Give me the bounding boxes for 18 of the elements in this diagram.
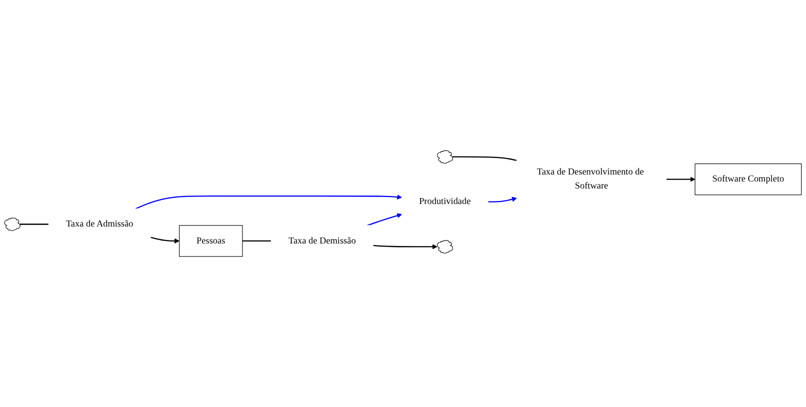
node-cloud	[437, 150, 453, 164]
connector	[242, 240, 272, 242]
node-cloud	[4, 218, 20, 231]
connector	[20, 224, 49, 225]
arrow	[150, 236, 180, 244]
node-cloud	[437, 240, 453, 254]
arrow	[367, 213, 402, 226]
node-text: Taxa de Demissão	[288, 236, 356, 246]
arrow	[135, 194, 402, 210]
arrow	[488, 196, 517, 202]
arrow	[666, 176, 696, 182]
node-box: Pessoas	[179, 225, 243, 257]
connector	[452, 156, 517, 161]
node-text: Produtividade	[419, 196, 471, 206]
node-text: Taxa de Admissão	[66, 219, 134, 229]
node-box: Software Completo	[694, 163, 802, 196]
node-text: Taxa de Desenvolvimento de Software	[536, 167, 644, 191]
arrow	[373, 244, 438, 250]
